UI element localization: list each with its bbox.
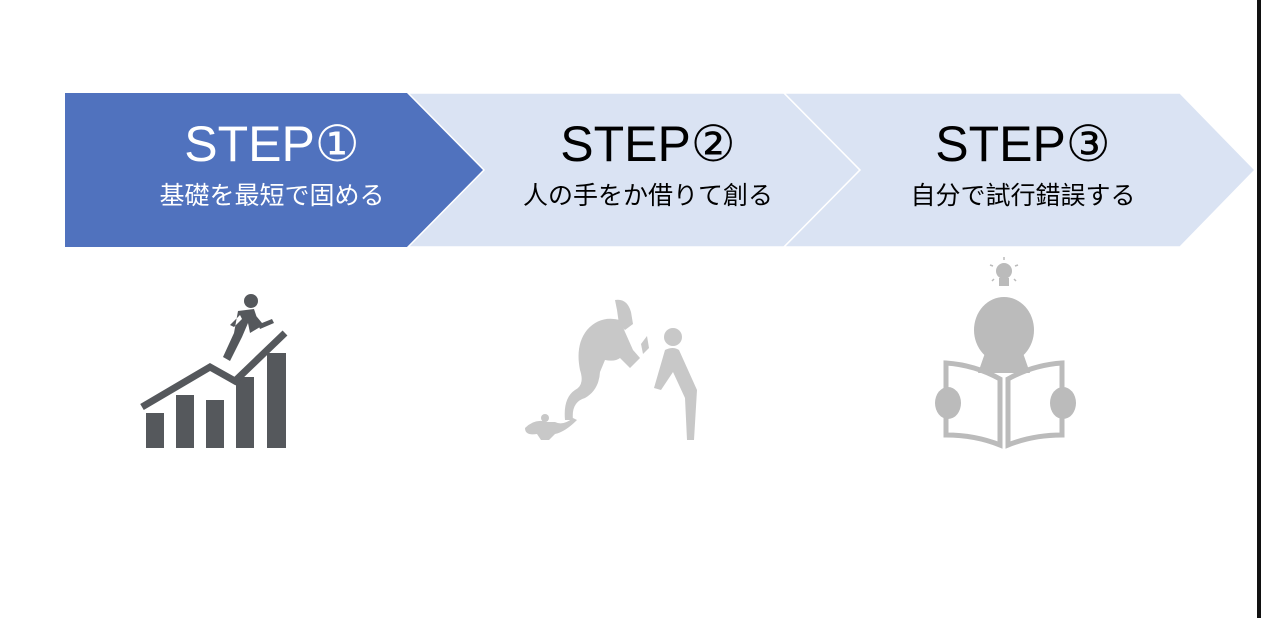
step-3: STEP③ 自分で試行錯誤する (843, 112, 1203, 214)
reading-idea-icon (935, 257, 1076, 449)
step-1-title: STEP① (184, 116, 360, 172)
step-2: STEP② 人の手をか借りて創る (468, 112, 828, 214)
step-1-subtitle: 基礎を最短で固める (159, 181, 385, 210)
step-2-subtitle: 人の手をか借りて創る (522, 181, 773, 210)
growth-chart-runner-icon (140, 294, 288, 448)
step-3-title: STEP③ (935, 116, 1111, 172)
chevron-step-1 (65, 93, 484, 247)
step-1: STEP① 基礎を最短で固める (92, 112, 452, 214)
step-2-title: STEP② (560, 116, 736, 172)
window-edge-divider (1257, 0, 1261, 618)
chevron-step-3 (782, 92, 1257, 248)
genie-lamp-icon (525, 299, 697, 440)
step-3-subtitle: 自分で試行錯誤する (910, 181, 1136, 210)
